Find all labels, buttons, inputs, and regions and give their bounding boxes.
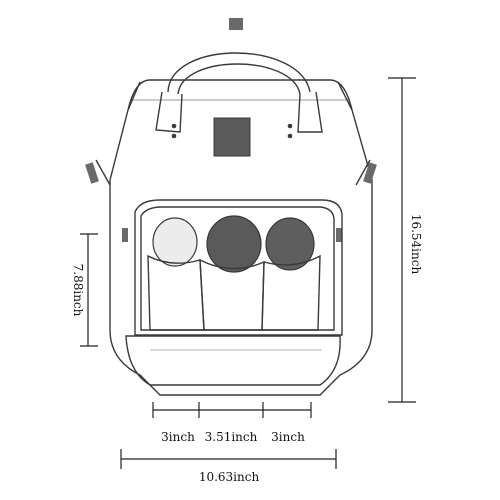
rivet: [171, 123, 177, 129]
open-front-pocket: [125, 199, 343, 386]
height-dimension: 16.54inch: [388, 77, 423, 403]
width-dimension: 10.63inch: [120, 449, 337, 484]
rivet: [171, 133, 177, 139]
mesh-pocket-left: [147, 254, 205, 331]
height-label: 16.54inch: [409, 214, 423, 275]
bag-outline: [109, 79, 373, 396]
pocket-height-label: 7.88inch: [71, 264, 85, 317]
side-tab-left: [85, 162, 99, 184]
side-tab-right: [363, 162, 377, 184]
segment-right-label: 3inch: [271, 430, 305, 444]
segment-dimension: 3inch 3.51inch 3inch: [152, 402, 312, 444]
pocket-flap: [125, 335, 341, 386]
width-label: 10.63inch: [199, 470, 260, 484]
mesh-pocket-right: [261, 254, 321, 331]
handle-tab: [229, 18, 243, 30]
segment-left-label: 3inch: [161, 430, 195, 444]
logo-patch: [213, 117, 251, 157]
bottle-left: [152, 217, 198, 267]
bottle-middle: [206, 215, 262, 273]
pocket-frame: [134, 199, 343, 336]
rivet: [287, 133, 293, 139]
bottle-right: [265, 217, 315, 271]
rivet: [287, 123, 293, 129]
segment-middle-label: 3.51inch: [205, 430, 258, 444]
top-handles: [155, 18, 323, 133]
pocket-height-dimension: 7.88inch: [71, 233, 98, 347]
bag-body: [85, 79, 377, 396]
